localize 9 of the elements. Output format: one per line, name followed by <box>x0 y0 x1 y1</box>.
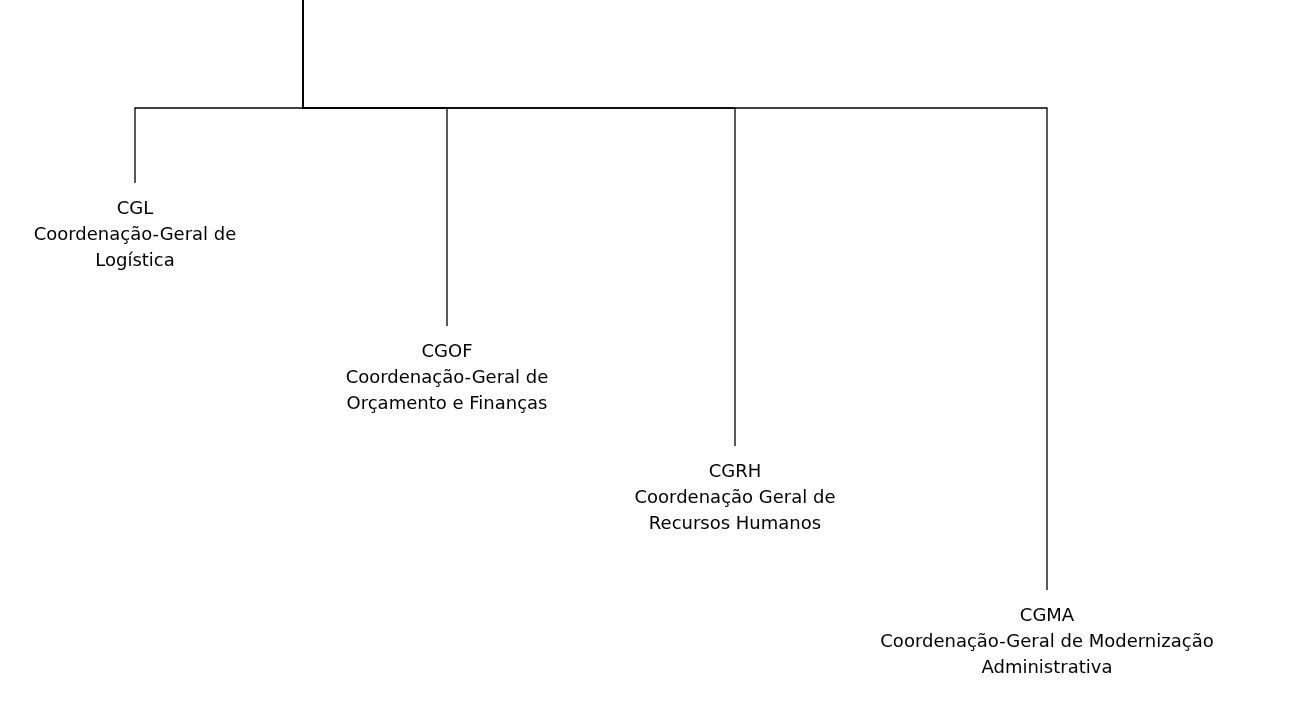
unit-abbreviation: CGOF <box>420 339 474 363</box>
unit-abbreviation: CGRH <box>707 459 763 483</box>
unit-name: Coordenação-Geral de Modernização Administrativa <box>879 629 1215 679</box>
connector-line <box>302 0 1048 591</box>
unit-abbreviation: CGMA <box>1018 603 1076 627</box>
unit-abbreviation: CGL <box>115 196 155 220</box>
unit-name: Coordenação-Geral de Orçamento e Finanças <box>344 365 550 415</box>
unit-name: Coordenação Geral de Recursos Humanos <box>633 485 837 535</box>
unit-name: Coordenação-Geral de Logística <box>32 222 238 272</box>
